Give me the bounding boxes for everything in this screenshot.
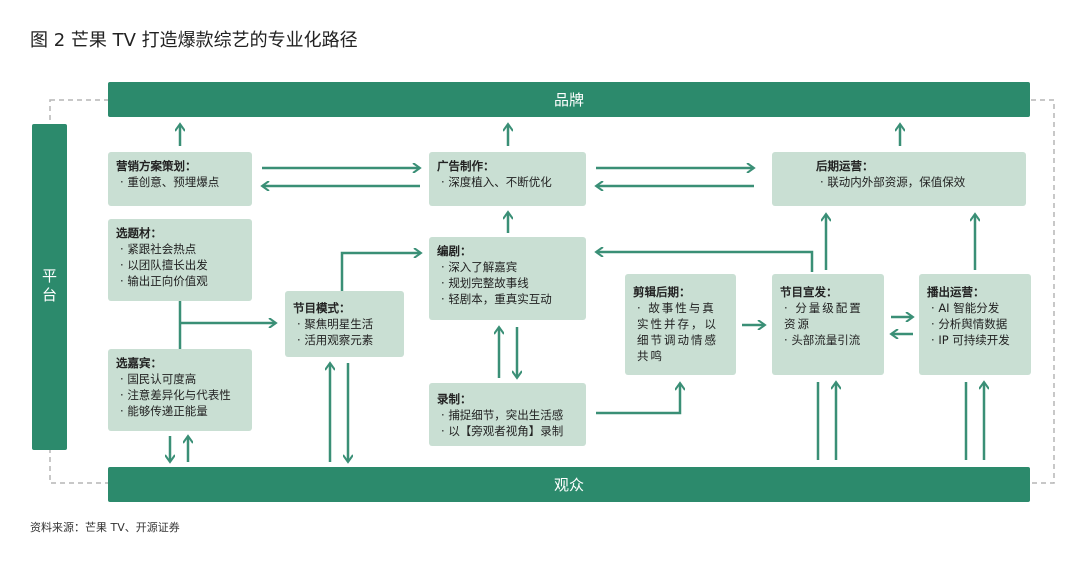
script-box: 编剧： 深入了解嘉宾 规划完整故事线 轻剧本，重真实互动: [429, 237, 586, 320]
arrow: [340, 253, 421, 291]
box-item: IP 可持续开发: [927, 332, 1023, 348]
arrow: [596, 252, 814, 272]
box-item: 故事性与真实性并存，以细节调动情感共鸣: [633, 300, 728, 364]
box-item: 轻剧本，重真实互动: [437, 291, 578, 307]
figure-title: 图 2 芒果 TV 打造爆款综艺的专业化路径: [30, 30, 358, 51]
box-item: 联动内外部资源，保值保效: [816, 174, 1018, 190]
record-box: 录制： 捕捉细节，突出生活感 以【旁观者视角】录制: [429, 383, 586, 446]
post-operation-box: 后期运营： 联动内外部资源，保值保效: [772, 152, 1026, 206]
box-title: 编剧：: [437, 244, 472, 258]
box-title: 后期运营：: [816, 159, 874, 173]
box-item: AI 智能分发: [927, 300, 1023, 316]
box-item: 分析舆情数据: [927, 316, 1023, 332]
box-item: 重创意、预埋爆点: [116, 174, 244, 190]
box-title: 录制：: [437, 392, 472, 406]
arrow: [596, 383, 680, 415]
box-item: 聚焦明星生活: [293, 316, 396, 332]
box-item: 紧跟社会热点: [116, 241, 244, 257]
box-item: 输出正向价值观: [116, 273, 244, 289]
box-title: 营销方案策划：: [116, 159, 197, 173]
source-note: 资料来源：芒果 TV、开源证券: [30, 521, 180, 534]
box-item: 以团队擅长出发: [116, 257, 244, 273]
broadcast-box: 播出运营： AI 智能分发 分析舆情数据 IP 可持续开发: [919, 274, 1031, 375]
edit-box: 剪辑后期： 故事性与真实性并存，以细节调动情感共鸣: [625, 274, 736, 375]
box-title: 选嘉宾：: [116, 356, 162, 370]
box-title: 剪辑后期：: [633, 285, 691, 299]
box-item: 国民认可度高: [116, 371, 244, 387]
audience-bar: 观众: [108, 467, 1030, 502]
promotion-box: 节目宣发： 分量级配置资源 头部流量引流: [772, 274, 884, 375]
box-title: 节目模式：: [293, 301, 351, 315]
box-item: 能够传递正能量: [116, 403, 244, 419]
brand-bar: 品牌: [108, 82, 1030, 117]
box-item: 深度植入、不断优化: [437, 174, 578, 190]
box-item: 头部流量引流: [780, 332, 876, 348]
box-item: 捕捉细节，突出生活感: [437, 407, 578, 423]
guest-box: 选嘉宾： 国民认可度高 注意差异化与代表性 能够传递正能量: [108, 349, 252, 431]
box-title: 播出运营：: [927, 285, 985, 299]
box-item: 以【旁观者视角】录制: [437, 423, 578, 439]
box-title: 节目宣发：: [780, 285, 838, 299]
ad-box: 广告制作： 深度植入、不断优化: [429, 152, 586, 206]
box-item: 深入了解嘉宾: [437, 259, 578, 275]
box-item: 活用观察元素: [293, 332, 396, 348]
marketing-box: 营销方案策划： 重创意、预埋爆点: [108, 152, 252, 206]
box-item: 分量级配置资源: [780, 300, 876, 332]
platform-bar: 平台: [32, 124, 67, 450]
mode-box: 节目模式： 聚焦明星生活 活用观察元素: [285, 291, 404, 357]
topic-box: 选题材： 紧跟社会热点 以团队擅长出发 输出正向价值观: [108, 219, 252, 301]
box-item: 规划完整故事线: [437, 275, 578, 291]
box-title: 选题材：: [116, 226, 162, 240]
box-title: 广告制作：: [437, 159, 495, 173]
box-item: 注意差异化与代表性: [116, 387, 244, 403]
